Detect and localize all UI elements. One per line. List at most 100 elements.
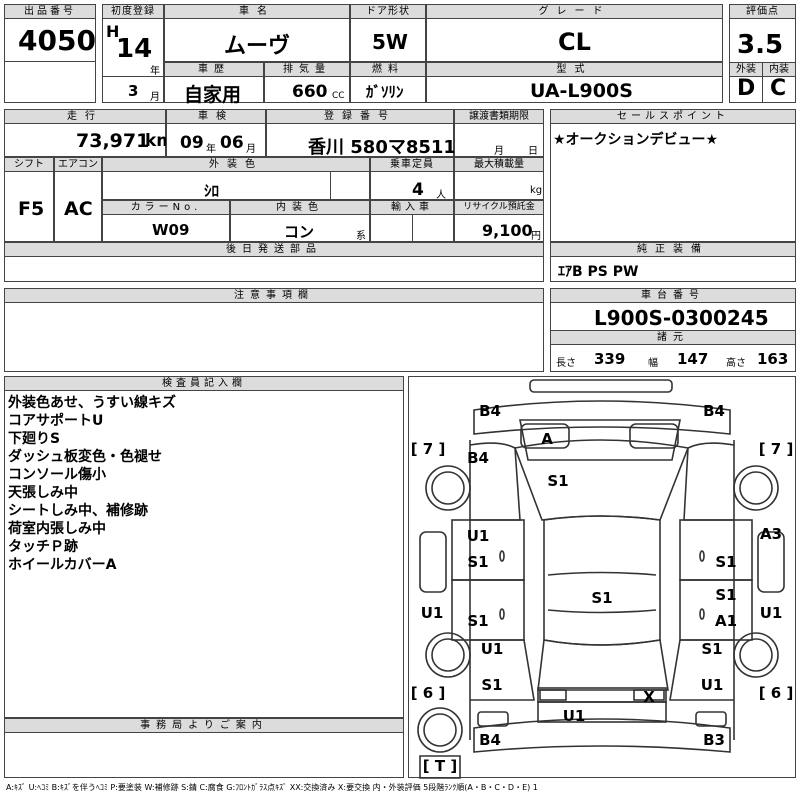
score-label: 評価点: [729, 4, 796, 19]
lot-number-label: 出品番号: [4, 4, 96, 19]
remark-line: コアサポートU: [8, 413, 104, 429]
width: 147: [677, 350, 709, 368]
recycle-label: リサイクル預託金: [454, 200, 544, 215]
damage-mark: S1: [715, 586, 736, 604]
displacement-label: 排気量: [264, 62, 350, 77]
recycle-unit: 円: [531, 231, 541, 242]
inspection-year: 09: [180, 133, 204, 153]
dims-label: 諸元: [550, 330, 796, 345]
inspector-label: 検査員記入欄: [4, 376, 404, 391]
aircon-label: エアコン: [54, 157, 102, 172]
damage-mark: U1: [467, 527, 490, 545]
damage-mark: U1: [760, 604, 783, 622]
interior-color-unit: 系: [356, 231, 366, 242]
interior-color: コン: [284, 223, 315, 241]
exterior-grade: D: [737, 76, 756, 101]
transfer-month: 月: [494, 146, 504, 157]
first-reg-year: 14: [116, 34, 153, 64]
mileage: 73,971: [76, 130, 150, 152]
divider: [330, 172, 331, 200]
inspection-year-unit: 年: [206, 144, 216, 155]
office-label: 事務局よりご案内: [4, 718, 404, 733]
height: 163: [757, 350, 789, 368]
plate-label: 登録番号: [266, 109, 454, 124]
remark-line: コンソール傷小: [8, 467, 106, 483]
score: 3.5: [737, 30, 784, 60]
equipment-label: 純正装備: [550, 242, 796, 257]
damage-mark: X: [643, 688, 655, 706]
capacity: 4: [412, 180, 424, 200]
shift: F5: [18, 198, 45, 220]
damage-mark: B4: [467, 449, 489, 467]
aircon: AC: [64, 198, 93, 220]
chassis-label: 車台番号: [550, 288, 796, 303]
damage-mark: S1: [547, 472, 568, 490]
lot-number-lower: [4, 61, 96, 103]
damage-mark: B3: [703, 731, 725, 749]
damage-mark: U1: [563, 707, 586, 725]
remark-line: 荷室内張しみ中: [8, 521, 106, 537]
damage-mark: B4: [479, 731, 501, 749]
inspector-box: [4, 376, 404, 718]
era: H: [106, 22, 120, 41]
remark-line: タッチＰ跡: [8, 539, 78, 555]
damage-mark: [ 6 ]: [759, 684, 794, 702]
damage-mark: U1: [421, 604, 444, 622]
damage-mark: A1: [715, 612, 737, 630]
score-box: [729, 4, 796, 103]
length: 339: [594, 350, 626, 368]
model: UA-L900S: [530, 80, 633, 102]
remark-line: 下廻りS: [8, 431, 61, 447]
damage-mark: [ 7 ]: [411, 440, 446, 458]
fuel: ｶﾞｿﾘﾝ: [366, 83, 404, 101]
transfer-label: 譲渡書類期限: [454, 109, 544, 124]
damage-mark: U1: [481, 640, 504, 658]
remark-line: 天張しみ中: [8, 485, 78, 501]
first-registration-label: 初度登録: [102, 4, 164, 19]
car-name-label: 車名: [164, 4, 350, 19]
damage-mark: A: [541, 430, 553, 448]
grade: CL: [558, 28, 591, 56]
remark-line: ホイールカバーA: [8, 557, 117, 573]
damage-mark: S1: [715, 553, 736, 571]
later-parts-label: 後日発送部品: [4, 242, 544, 257]
interior-grade: C: [770, 76, 787, 101]
shift-label: シフト: [4, 157, 54, 172]
history-label: 車歴: [164, 62, 264, 77]
first-reg-month: 3: [128, 82, 139, 100]
car-name: ムーヴ: [224, 34, 291, 59]
sales-point-text: ★オークションデビュー★: [553, 132, 719, 148]
divider: [102, 76, 164, 77]
remark-line: ダッシュ板変色・色褪せ: [8, 449, 162, 465]
history: 自家用: [184, 84, 242, 106]
remark-line: 外装色あせ、うすい線キズ: [8, 395, 176, 411]
height-label: 高さ: [726, 358, 746, 369]
damage-mark: S1: [467, 612, 488, 630]
mileage-label: 走行: [4, 109, 166, 124]
damage-mark: S1: [591, 589, 612, 607]
inspection-label: 車検: [166, 109, 266, 124]
sales-point-box: [550, 109, 796, 242]
damage-mark: B4: [479, 402, 501, 420]
damage-mark: A3: [760, 525, 782, 543]
remark-line: シートしみ中、補修跡: [8, 503, 148, 519]
diagram-box: [408, 376, 796, 778]
inspector-remarks: 外装色あせ、うすい線キズ コアサポートU 下廻りS ダッシュ板変色・色褪せ コン…: [8, 394, 176, 574]
length-label: 長さ: [556, 358, 576, 369]
month-unit: 月: [150, 92, 160, 103]
damage-mark: [ 7 ]: [759, 440, 794, 458]
damage-mark: S1: [481, 676, 502, 694]
capacity-unit: 人: [436, 190, 446, 201]
divider: [412, 215, 413, 242]
grade-label: グレード: [426, 4, 723, 19]
fuel-label: 燃料: [350, 62, 426, 77]
capacity-label: 乗車定員: [370, 157, 454, 172]
damage-mark: S1: [467, 553, 488, 571]
transfer-day: 日: [528, 146, 538, 157]
legend: A:ｷｽﾞ U:ﾍｺﾐ B:ｷｽﾞを伴うﾍｺﾐ P:要塗装 W:補修跡 S:錆 …: [6, 783, 538, 792]
displacement: 660: [292, 82, 328, 102]
door-type: 5W: [372, 30, 408, 54]
equipment-text: ｴｱB PS PW: [558, 264, 639, 280]
damage-mark: [ T ]: [423, 757, 457, 775]
